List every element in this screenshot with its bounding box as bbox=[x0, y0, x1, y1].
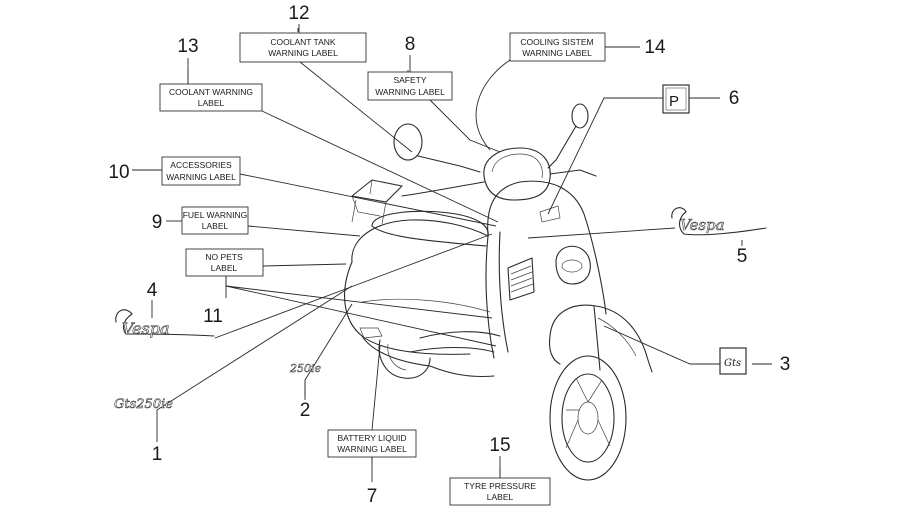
callout-12-number: 12 bbox=[288, 3, 309, 24]
number-ticks bbox=[132, 24, 772, 482]
decal-p-plate: P bbox=[662, 84, 690, 114]
callout-10-number: 10 bbox=[108, 162, 129, 183]
callout-8-label: SAFETY WARNING LABEL bbox=[367, 71, 453, 101]
svg-text:LABEL: LABEL bbox=[487, 492, 514, 502]
decal-vespa-left: Vespa bbox=[115, 309, 215, 338]
svg-text:LABEL: LABEL bbox=[211, 263, 238, 273]
callout-3-number: 3 bbox=[780, 354, 791, 375]
callout-2-number: 2 bbox=[300, 400, 311, 421]
callout-14-label: COOLING SISTEM WARNING LABEL bbox=[509, 32, 606, 62]
svg-text:SAFETY: SAFETY bbox=[393, 75, 426, 85]
callout-4-number: 4 bbox=[147, 280, 158, 301]
decal-vespa-right: Vespa bbox=[671, 207, 767, 236]
scooter-illustration bbox=[344, 103, 653, 481]
svg-text:COOLING SISTEM: COOLING SISTEM bbox=[520, 37, 593, 47]
decal-model-badge: 250ie bbox=[289, 362, 322, 376]
callout-7-number: 7 bbox=[367, 486, 378, 507]
decal-gts-badge: Gts250ie bbox=[114, 397, 174, 413]
callout-15-number: 15 bbox=[489, 435, 510, 456]
callout-6-number: 6 bbox=[729, 88, 740, 109]
callout-12-label: COOLANT TANK WARNING LABEL bbox=[239, 32, 367, 63]
svg-text:WARNING LABEL: WARNING LABEL bbox=[522, 48, 592, 58]
svg-text:LABEL: LABEL bbox=[202, 221, 229, 231]
callout-1-number: 1 bbox=[152, 444, 163, 465]
callout-11-label: NO PETS LABEL bbox=[185, 248, 264, 277]
svg-text:LABEL: LABEL bbox=[198, 98, 225, 108]
callout-11-number: 11 bbox=[203, 306, 223, 327]
svg-text:TYRE PRESSURE: TYRE PRESSURE bbox=[464, 481, 536, 491]
decal-gts-plate: Gts bbox=[719, 347, 747, 375]
callout-13-number: 13 bbox=[177, 36, 198, 57]
svg-text:WARNING LABEL: WARNING LABEL bbox=[337, 444, 407, 454]
svg-text:NO PETS: NO PETS bbox=[205, 252, 243, 262]
p-plate-letter: P bbox=[669, 93, 679, 110]
svg-text:BATTERY LIQUID: BATTERY LIQUID bbox=[338, 433, 407, 443]
model-badge-script: 250ie bbox=[289, 362, 322, 375]
callout-10-label: ACCESSORIES WARNING LABEL bbox=[161, 156, 241, 186]
svg-text:FUEL WARNING: FUEL WARNING bbox=[183, 210, 248, 220]
gts-plate-frame bbox=[719, 347, 747, 375]
gts-badge-script: Gts250ie bbox=[114, 397, 173, 412]
callout-8-number: 8 bbox=[405, 34, 416, 55]
callout-9-number: 9 bbox=[152, 212, 163, 233]
svg-text:COOLANT WARNING: COOLANT WARNING bbox=[169, 87, 253, 97]
svg-text:COOLANT TANK: COOLANT TANK bbox=[270, 37, 336, 47]
callout-9-label: FUEL WARNING LABEL bbox=[181, 206, 249, 235]
callout-5-number: 5 bbox=[737, 246, 748, 267]
svg-text:WARNING LABEL: WARNING LABEL bbox=[166, 172, 236, 182]
vespa-left-script: Vespa bbox=[122, 319, 170, 338]
svg-text:ACCESSORIES: ACCESSORIES bbox=[170, 160, 232, 170]
gts-plate-script: Gts bbox=[724, 358, 741, 369]
callout-numbers: 1 2 3 4 5 6 7 8 9 10 11 12 13 14 15 bbox=[108, 3, 790, 507]
svg-text:WARNING LABEL: WARNING LABEL bbox=[375, 87, 445, 97]
callout-13-label: COOLANT WARNING LABEL bbox=[159, 83, 263, 112]
vespa-right-script: Vespa bbox=[680, 216, 725, 234]
callout-15-label: TYRE PRESSURE LABEL bbox=[449, 477, 551, 506]
callout-14-number: 14 bbox=[644, 37, 666, 58]
svg-text:WARNING LABEL: WARNING LABEL bbox=[268, 48, 338, 58]
callout-7-label: BATTERY LIQUID WARNING LABEL bbox=[327, 429, 417, 458]
